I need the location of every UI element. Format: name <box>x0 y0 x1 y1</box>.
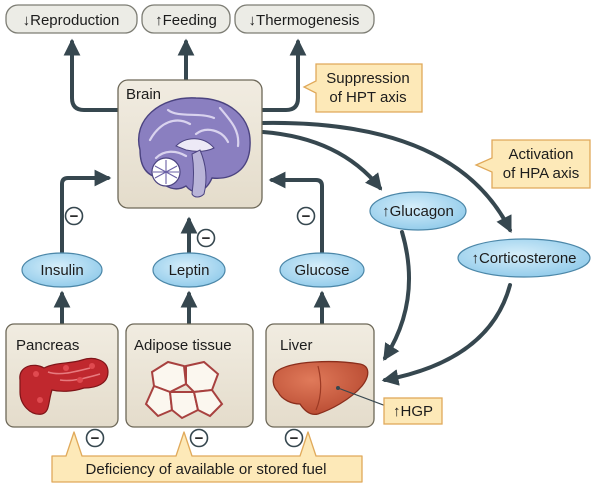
inhibition-pancreas: − <box>85 428 105 448</box>
arrow-corticosterone-to-liver <box>381 283 512 386</box>
liver-label: Liver <box>280 337 313 354</box>
hpt-axis-callout: Suppression of HPT axis <box>302 63 423 113</box>
hpa-axis-line2: of HPA axis <box>503 165 579 182</box>
arrow-brain-to-reproduction <box>63 38 120 112</box>
adipocytes-icon <box>144 360 224 420</box>
thermogenesis-effect: ↓Thermogenesis <box>234 4 375 34</box>
adipose-box: Adipose tissue <box>125 323 254 428</box>
hgp-callout: ↑HGP <box>336 386 443 425</box>
svg-text:−: − <box>195 430 204 447</box>
svg-text:−: − <box>70 208 79 225</box>
pancreas-box: Pancreas <box>5 323 119 428</box>
brain-label: Brain <box>126 86 161 103</box>
liver-box: Liver <box>265 323 375 428</box>
thermogenesis-label: ↓Thermogenesis <box>249 12 360 29</box>
arrow-brain-to-corticosterone <box>261 120 512 234</box>
deficiency-label: Deficiency of available or stored fuel <box>86 461 327 478</box>
brain-icon <box>137 97 251 198</box>
reproduction-effect: ↓Reproduction <box>5 4 138 34</box>
inhibition-adipose: − <box>189 428 209 448</box>
inhibition-glucose: − <box>296 206 316 226</box>
adipose-label: Adipose tissue <box>134 337 232 354</box>
inhibition-liver: − <box>284 428 304 448</box>
pancreas-label: Pancreas <box>16 337 79 354</box>
inhibition-leptin: − <box>196 228 216 248</box>
deficiency-callout: Deficiency of available or stored fuel <box>51 431 363 483</box>
svg-text:−: − <box>290 430 299 447</box>
leptin-label: Leptin <box>169 262 210 279</box>
brain-box: Brain <box>117 79 263 209</box>
glucagon-signal: ↑Glucagon <box>369 191 467 231</box>
svg-text:−: − <box>91 430 100 447</box>
hpt-axis-line1: Suppression <box>326 70 409 87</box>
liver-icon <box>272 360 369 416</box>
corticosterone-signal: ↑Corticosterone <box>457 238 591 278</box>
glucagon-label: ↑Glucagon <box>382 203 454 220</box>
svg-text:−: − <box>302 208 311 225</box>
arrow-glucagon-to-liver <box>383 230 411 361</box>
corticosterone-label: ↑Corticosterone <box>471 250 576 267</box>
arrow-brain-to-glucagon <box>261 130 383 191</box>
hpt-axis-line2: of HPT axis <box>329 89 406 106</box>
reproduction-label: ↓Reproduction <box>23 12 120 29</box>
svg-text:−: − <box>202 230 211 247</box>
glucose-label: Glucose <box>294 262 349 279</box>
feeding-effect: ↑Feeding <box>141 4 231 34</box>
inhibition-insulin: − <box>64 206 84 226</box>
pancreas-icon <box>19 357 109 415</box>
insulin-signal: Insulin <box>21 252 103 288</box>
arrow-insulin-to-brain <box>60 169 112 257</box>
arrow-glucose-to-brain <box>268 171 324 257</box>
insulin-label: Insulin <box>40 262 83 279</box>
leptin-signal: Leptin <box>152 252 226 288</box>
hpa-axis-callout: Activation of HPA axis <box>474 139 591 189</box>
arrow-brain-to-thermogenesis <box>260 38 307 112</box>
glucose-signal: Glucose <box>279 252 365 288</box>
hgp-label: ↑HGP <box>393 403 433 420</box>
hpa-axis-line1: Activation <box>508 146 573 163</box>
feeding-label: ↑Feeding <box>155 12 217 29</box>
